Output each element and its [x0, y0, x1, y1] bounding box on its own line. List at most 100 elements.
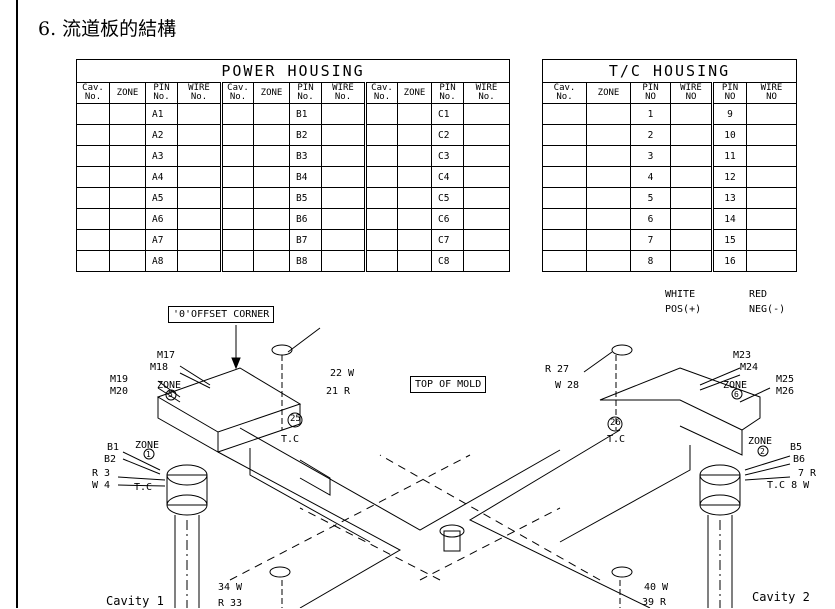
cav-cell	[542, 250, 587, 272]
cav-cell	[365, 103, 398, 125]
label-tc-a: T.C	[281, 434, 300, 445]
zone-cell	[253, 229, 290, 251]
wire-cell	[670, 187, 714, 209]
wire-cell	[462, 229, 511, 251]
label-b5: B5	[790, 442, 803, 453]
label-r3: R 3	[92, 468, 111, 479]
zone-cell	[586, 145, 631, 167]
zone-cell	[253, 166, 290, 188]
power-header-cell: WIRE No.	[462, 82, 511, 104]
power-header-cell: ZONE	[397, 82, 432, 104]
wire-cell	[746, 208, 797, 230]
pin-cell: 7	[630, 229, 671, 251]
label-21r: 21 R	[326, 386, 351, 397]
tc-header-cell: WIRE NO	[746, 82, 797, 104]
cav-cell	[76, 145, 110, 167]
pin-cell: 14	[712, 208, 747, 230]
label-b1: B1	[107, 442, 120, 453]
cav-cell	[365, 250, 398, 272]
label-m17: M17	[157, 350, 176, 361]
pin-cell: 2	[630, 124, 671, 146]
cavity-1-label: Cavity 1	[106, 594, 164, 608]
cav-cell	[542, 103, 587, 125]
cav-cell	[221, 187, 254, 209]
wire-cell	[746, 124, 797, 146]
wire-cell	[462, 124, 511, 146]
wire-cell	[746, 166, 797, 188]
wire-cell	[746, 250, 797, 272]
wire-cell	[177, 229, 223, 251]
label-zone-c: ZONE	[748, 436, 773, 447]
pin-cell: A2	[145, 124, 178, 146]
pin-cell: B8	[289, 250, 322, 272]
label-7r: 7 R	[798, 468, 817, 479]
power-header-cell: Cav. No.	[221, 82, 254, 104]
manifold-drawing	[117, 325, 791, 608]
zone-cell	[586, 229, 631, 251]
pin-cell: A6	[145, 208, 178, 230]
label-m26: M26	[776, 386, 795, 397]
legend-neg: NEG(-)	[749, 304, 786, 315]
pin-cell: B2	[289, 124, 322, 146]
cav-cell	[365, 187, 398, 209]
zone-cell	[109, 187, 146, 209]
power-header-cell: PIN No.	[145, 82, 178, 104]
label-zone-left: ZONE	[157, 380, 182, 391]
wire-cell	[462, 187, 511, 209]
wire-cell	[746, 103, 797, 125]
pin-cell: A7	[145, 229, 178, 251]
zone-cell	[253, 103, 290, 125]
tc-header-cell: PIN NO	[630, 82, 671, 104]
pin-cell: A3	[145, 145, 178, 167]
wire-cell	[321, 103, 367, 125]
label-m24: M24	[740, 362, 759, 373]
pin-cell: C1	[431, 103, 464, 125]
tc-header-cell: ZONE	[586, 82, 631, 104]
pin-cell: C6	[431, 208, 464, 230]
zone-cell	[586, 208, 631, 230]
table-row: 2 10	[542, 124, 797, 146]
pin-cell: 1	[630, 103, 671, 125]
wire-cell	[321, 187, 367, 209]
zone-cell	[253, 124, 290, 146]
cav-cell	[542, 208, 587, 230]
cav-cell	[76, 124, 110, 146]
wire-cell	[321, 124, 367, 146]
zone-cell	[109, 103, 146, 125]
pin-cell: 13	[712, 187, 747, 209]
pin-cell: 16	[712, 250, 747, 272]
wire-cell	[321, 229, 367, 251]
wire-cell	[177, 166, 223, 188]
zone-cell	[253, 250, 290, 272]
cav-cell	[221, 229, 254, 251]
power-header-cell: WIRE No.	[321, 82, 367, 104]
pin-cell: B7	[289, 229, 322, 251]
cav-cell	[365, 124, 398, 146]
label-zone-right: ZONE	[723, 380, 748, 391]
wire-cell	[177, 208, 223, 230]
pin-cell: C3	[431, 145, 464, 167]
page-border	[16, 0, 18, 608]
pin-cell: 5	[630, 187, 671, 209]
label-r33: R 33	[218, 598, 243, 609]
zone-cell	[586, 124, 631, 146]
zone-cell	[586, 166, 631, 188]
wire-cell	[670, 166, 714, 188]
power-housing-title: POWER HOUSING	[75, 59, 511, 83]
wire-cell	[177, 250, 223, 272]
power-header-cell: WIRE No.	[177, 82, 223, 104]
wire-cell	[462, 145, 511, 167]
pin-cell: 4	[630, 166, 671, 188]
pin-cell: 10	[712, 124, 747, 146]
pin-cell: A1	[145, 103, 178, 125]
cav-cell	[76, 103, 110, 125]
wire-cell	[462, 103, 511, 125]
zone-cell	[397, 166, 432, 188]
pin-cell: 9	[712, 103, 747, 125]
label-26: 26	[610, 418, 621, 428]
pin-cell: C7	[431, 229, 464, 251]
